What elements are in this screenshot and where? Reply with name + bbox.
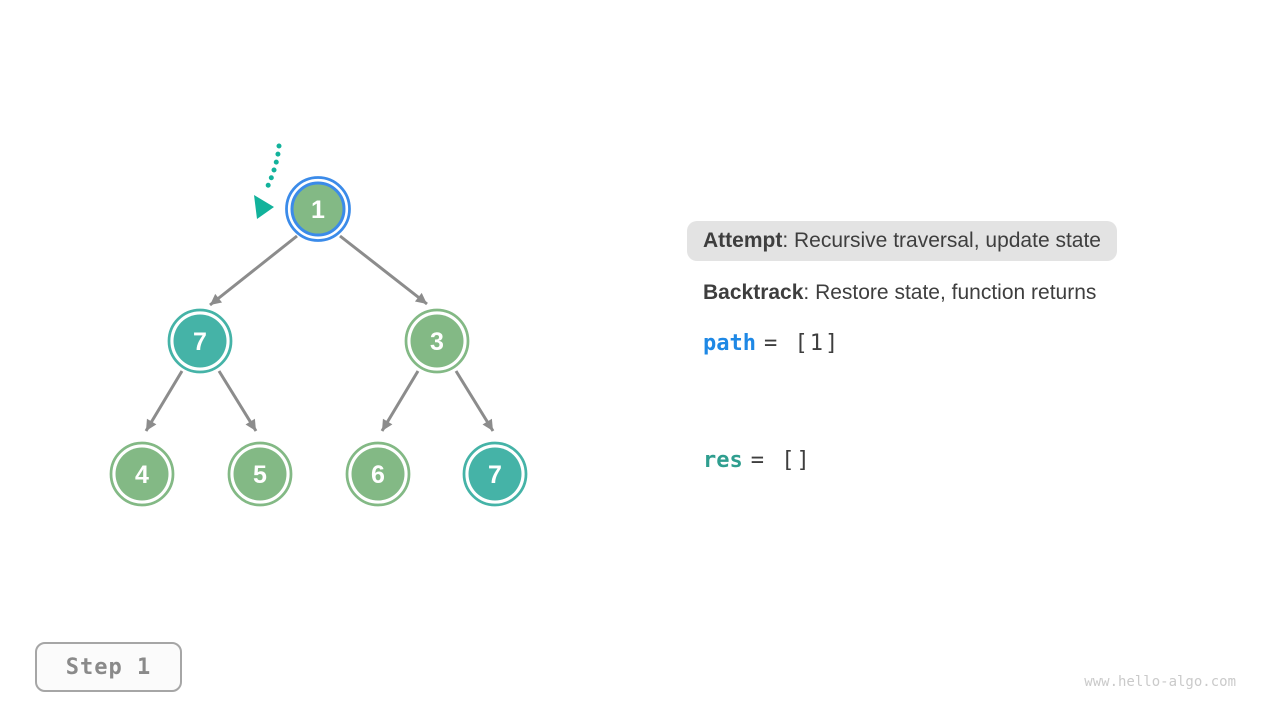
node-value: 7	[193, 328, 207, 356]
res-variable-value: = []	[750, 448, 812, 473]
pointer-dotted-trail	[262, 143, 282, 195]
tree-node-6: 6	[345, 441, 411, 507]
node-value: 4	[135, 461, 149, 489]
path-variable-name: path	[703, 331, 756, 356]
tree-node-1-root: 1	[285, 176, 351, 242]
backtrack-text: : Restore state, function returns	[803, 281, 1097, 304]
tree-node-7-leaf: 7	[462, 441, 528, 507]
attempt-text: : Recursive traversal, update state	[782, 229, 1101, 252]
tree-edges	[144, 234, 495, 432]
node-ring	[109, 441, 175, 507]
node-circle	[351, 447, 405, 501]
tree-node-5: 5	[227, 441, 293, 507]
path-variable-line: path = [1]	[703, 331, 840, 356]
res-variable-name: res	[703, 448, 743, 473]
binary-tree-diagram: 1 7 3 4 5 6 7	[109, 143, 528, 507]
node-circle	[410, 314, 464, 368]
node-ring	[227, 441, 293, 507]
node-circle	[173, 314, 227, 368]
edge-7-to-4	[144, 370, 184, 432]
traversal-pointer	[254, 143, 282, 219]
attempt-note: Attempt: Recursive traversal, update sta…	[687, 221, 1117, 261]
node-ring	[404, 308, 470, 374]
step-label: Step 1	[65, 654, 152, 680]
backtrack-label: Backtrack	[703, 281, 804, 304]
edge-7-to-5	[217, 370, 258, 432]
edge-1-to-3	[339, 234, 428, 306]
res-variable-line: res = []	[703, 448, 812, 473]
node-ring	[167, 308, 233, 374]
node-ring	[462, 441, 528, 507]
step-indicator: Step 1	[35, 642, 182, 692]
path-variable-value: = [1]	[763, 331, 841, 356]
edge-1-to-7	[209, 234, 298, 307]
node-circle	[290, 181, 346, 237]
tree-node-7-left: 7	[167, 308, 233, 374]
edge-3-to-6	[380, 370, 420, 432]
edge-3-to-7	[454, 370, 495, 432]
backtrack-note: Backtrack: Restore state, function retur…	[703, 281, 1096, 305]
node-value: 7	[488, 461, 502, 489]
node-value: 6	[371, 461, 385, 489]
pointer-arrowhead-icon	[254, 195, 274, 219]
node-highlight-ring	[285, 176, 351, 242]
watermark: www.hello-algo.com	[1084, 674, 1236, 690]
node-circle	[468, 447, 522, 501]
node-value: 1	[311, 196, 325, 224]
node-ring	[345, 441, 411, 507]
attempt-label: Attempt	[703, 229, 783, 252]
node-circle	[233, 447, 287, 501]
node-circle	[115, 447, 169, 501]
node-value: 5	[253, 461, 267, 489]
node-value: 3	[430, 328, 444, 356]
tree-node-3: 3	[404, 308, 470, 374]
tree-node-4: 4	[109, 441, 175, 507]
